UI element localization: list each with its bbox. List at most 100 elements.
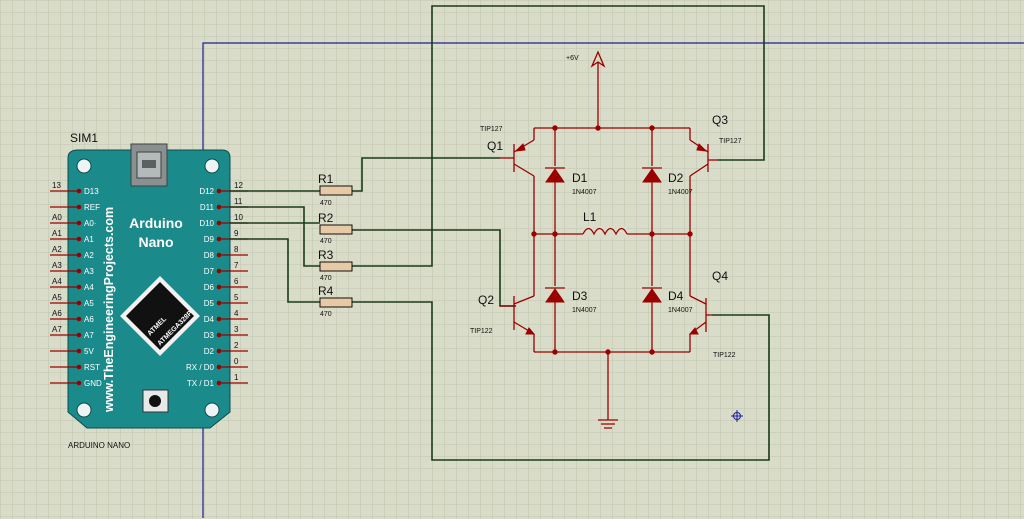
svg-text:470: 470 [320, 311, 332, 318]
left-pin[interactable]: 5V [50, 347, 94, 356]
left-pin-label: A5 [84, 299, 94, 308]
diode-d4[interactable]: D4 1N4007 [642, 286, 693, 314]
left-pin-number: A3 [52, 261, 62, 270]
right-pin-label: D7 [204, 267, 215, 276]
svg-text:D4: D4 [668, 289, 684, 303]
left-pin-label: REF [84, 203, 100, 212]
arduino-ref: SIM1 [70, 131, 98, 145]
wires [230, 5, 770, 461]
left-pin-label: A6 [84, 315, 94, 324]
right-pin-label: D4 [204, 315, 215, 324]
wire-r1-q1 [352, 157, 500, 192]
right-pin[interactable]: 7D7 [204, 261, 248, 276]
vcc-terminal[interactable]: +6V [566, 50, 606, 68]
diode-d1[interactable]: D1 1N4007 [545, 166, 597, 196]
arduino-footer: ARDUINO NANO [68, 441, 130, 450]
vcc-label: +6V [566, 55, 579, 62]
left-pin-number: 13 [52, 181, 61, 190]
wire-r3-q3 [352, 5, 765, 267]
arduino-name-line2: Nano [139, 234, 174, 250]
svg-text:Q2: Q2 [478, 293, 494, 307]
right-pin-number: 10 [234, 213, 243, 222]
svg-text:D2: D2 [668, 171, 684, 185]
diode-d3[interactable]: D3 1N4007 [545, 286, 597, 314]
power-arrow-icon [590, 50, 606, 68]
right-pin-label: D10 [199, 219, 214, 228]
left-pin[interactable]: RST [50, 363, 100, 372]
resistor-r3[interactable]: R3 470 [318, 248, 353, 282]
mount-hole [204, 402, 220, 418]
svg-text:L1: L1 [583, 210, 597, 224]
svg-text:Q4: Q4 [712, 269, 728, 283]
left-pin-label: D13 [84, 187, 99, 196]
mount-hole [204, 158, 220, 174]
left-pin-header: 13D13REFA0A0·A1A1A2A2A3A3A4A4A5A5A6A6A7A… [50, 181, 102, 388]
resistor-r2[interactable]: R2 470 [318, 211, 353, 245]
svg-text:TIP122: TIP122 [470, 328, 493, 335]
right-pin-label: TX / D1 [187, 379, 215, 388]
right-pin-number: 3 [234, 325, 239, 334]
diode-d2[interactable]: D2 1N4007 [642, 166, 693, 196]
bridge-nets [531, 125, 693, 420]
right-pin[interactable]: 0RX / D0 [186, 357, 248, 372]
wire-r4-q4 [352, 301, 770, 461]
arduino-nano[interactable]: SIM1 Arduino Nano www.TheEngineeringProj… [50, 131, 248, 450]
right-pin-label: RX / D0 [186, 363, 215, 372]
resistor-r1[interactable]: R1 470 [318, 172, 353, 207]
right-pin[interactable]: 3D3 [204, 325, 248, 340]
svg-text:1N4007: 1N4007 [668, 307, 693, 314]
right-pin-number: 6 [234, 277, 239, 286]
right-pin[interactable]: 8D8 [204, 245, 248, 260]
right-pin[interactable]: 4D4 [204, 309, 248, 324]
right-pin[interactable]: 2D2 [204, 341, 248, 356]
transistor-q3[interactable]: Q3 TIP127 [689, 113, 742, 177]
transistor-q4[interactable]: Q4 TIP122 [688, 269, 736, 359]
svg-text:Q3: Q3 [712, 113, 728, 127]
resistor-r4[interactable]: R4 470 [318, 284, 353, 318]
wire-d9-r4 [230, 238, 320, 303]
left-pin-number: A2 [52, 245, 62, 254]
transistor-q1[interactable]: Q1 TIP127 [480, 126, 535, 177]
right-pin-label: D12 [199, 187, 214, 196]
ground-icon [598, 419, 618, 429]
right-pin-label: D8 [204, 251, 215, 260]
cursor-crosshair-icon [731, 410, 743, 422]
left-pin-label: A4 [84, 283, 94, 292]
right-pin[interactable]: 1 TX / D1 [187, 373, 248, 388]
right-pin-label: D3 [204, 331, 215, 340]
svg-text:TIP127: TIP127 [480, 126, 503, 133]
inductor-l1[interactable]: L1 [582, 210, 628, 238]
left-pin-label: A2 [84, 251, 94, 260]
transistor-q2[interactable]: Q2 TIP122 [470, 293, 536, 335]
right-pin-label: D6 [204, 283, 215, 292]
right-pin-label: D11 [200, 203, 215, 212]
right-pin-label: D5 [204, 299, 215, 308]
right-pin[interactable]: 6D6 [204, 277, 248, 292]
usb-connector-icon [130, 143, 168, 187]
right-pin-number: 1 [234, 373, 239, 382]
svg-text:TIP127: TIP127 [719, 138, 742, 145]
left-pin[interactable]: REF [50, 203, 100, 212]
right-pin-label: D2 [204, 347, 215, 356]
right-pin-label: D9 [204, 235, 215, 244]
right-pin-number: 8 [234, 245, 239, 254]
svg-text:R3: R3 [318, 248, 334, 262]
left-pin[interactable]: GND [50, 379, 102, 388]
left-pin-number: A7 [52, 325, 62, 334]
left-pin-label: A7 [84, 331, 94, 340]
svg-text:R4: R4 [318, 284, 334, 298]
right-pin-number: 4 [234, 309, 239, 318]
mount-hole [76, 158, 92, 174]
right-pin[interactable]: 5D5 [204, 293, 248, 308]
left-pin-label: A1 [84, 235, 94, 244]
